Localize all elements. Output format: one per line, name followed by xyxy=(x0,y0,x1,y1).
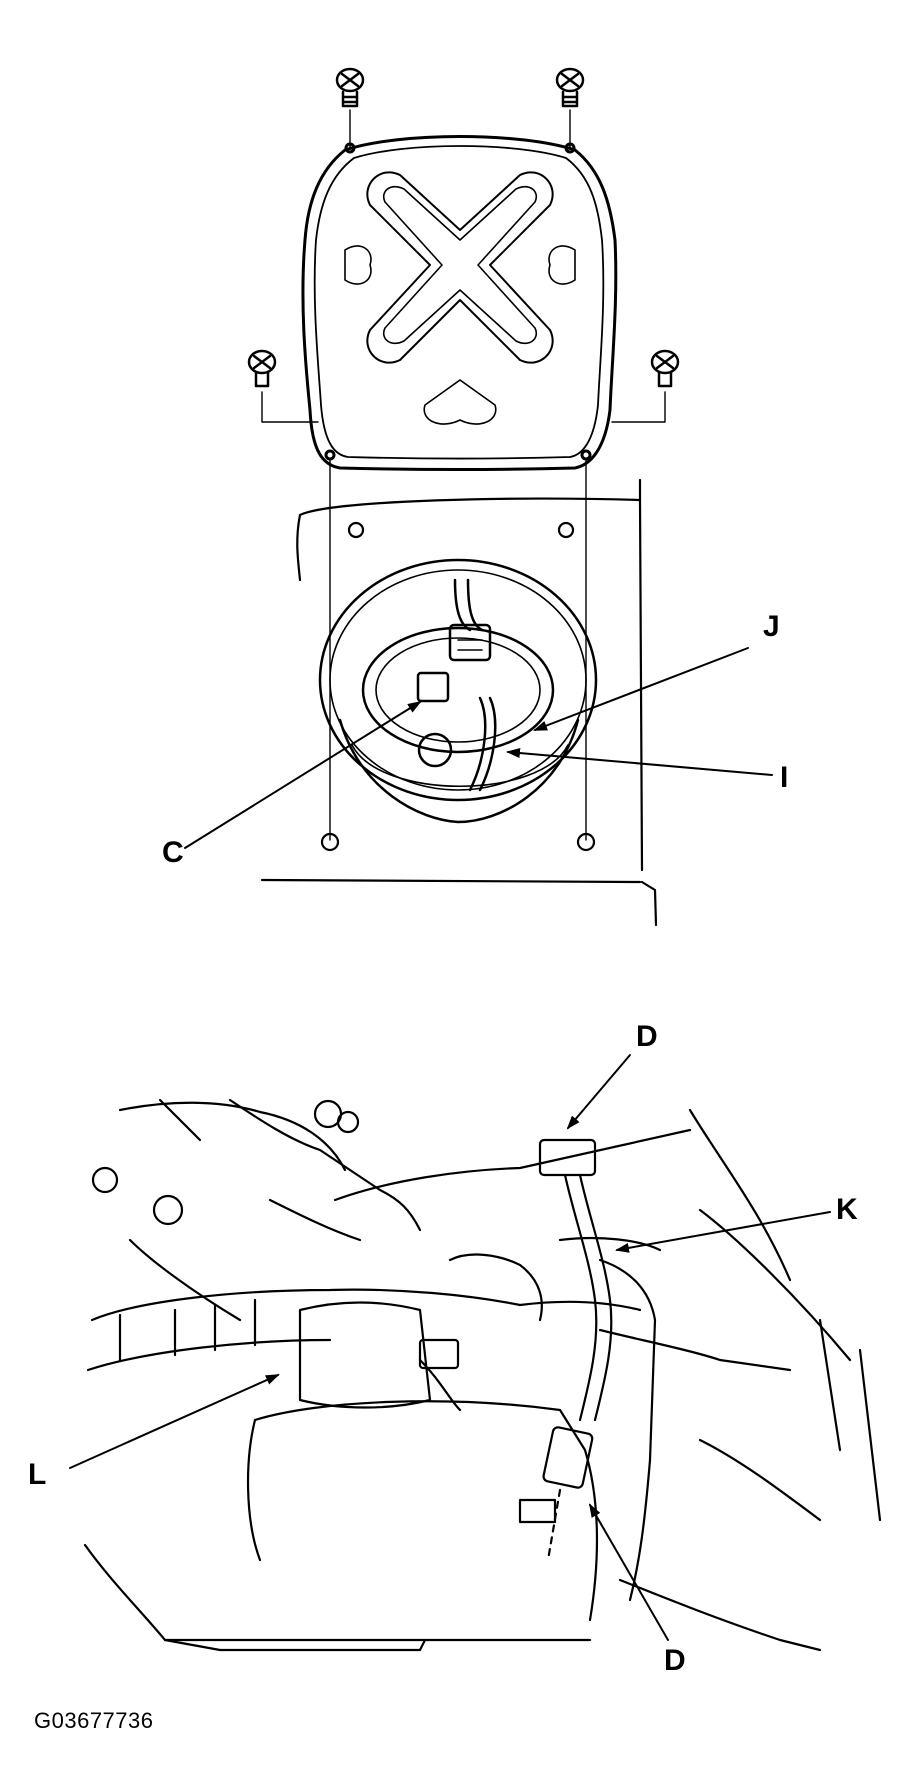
leader-i xyxy=(506,748,773,776)
leader-k xyxy=(615,1211,831,1253)
access-cover-plate xyxy=(301,135,618,471)
callout-l: L xyxy=(28,1458,46,1491)
callout-d-bottom: D xyxy=(664,1644,686,1677)
leader-c xyxy=(184,700,422,849)
leader-j xyxy=(533,647,749,731)
screw-left xyxy=(247,349,277,388)
callout-i: I xyxy=(780,761,788,794)
callout-d-top: D xyxy=(636,1020,658,1053)
screw-top-right xyxy=(555,67,585,108)
callout-c: C xyxy=(162,836,184,869)
leader-d-top xyxy=(566,1054,631,1130)
callout-j: J xyxy=(763,610,780,643)
fuel-pump-unit xyxy=(318,558,598,824)
screw-right xyxy=(650,349,680,388)
callout-leaders xyxy=(69,647,831,1641)
callout-k: K xyxy=(836,1193,858,1226)
figure-id: G03677736 xyxy=(34,1708,154,1733)
floor-panel xyxy=(260,478,658,927)
leader-d-bottom xyxy=(588,1503,669,1641)
access-cover-illustration xyxy=(247,67,680,927)
leader-l xyxy=(69,1374,280,1469)
screw-top-left xyxy=(335,67,365,108)
fuel-tank-underside-illustration xyxy=(83,1098,882,1652)
